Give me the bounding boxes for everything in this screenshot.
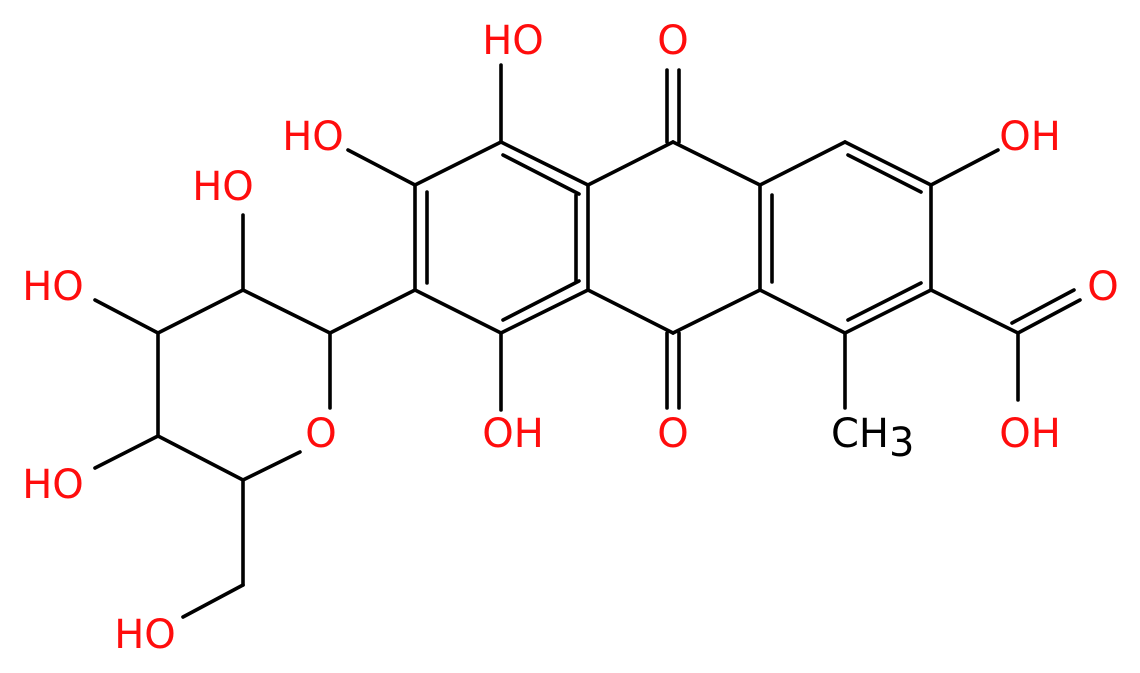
bond [586,140,675,187]
carbonyl-oxygen-label: O [657,411,688,457]
hydroxyl-label: HO [22,462,84,508]
bond [346,148,417,187]
bond [93,298,160,335]
bond [156,434,245,482]
bond [671,140,762,187]
bond [241,450,302,482]
acid-carbonyl-oxygen-label: O [1087,264,1118,310]
bond [1010,288,1076,325]
atom-labels: HO O HO OH HO O HO O OH O CH3 OH HO HO [22,18,1119,658]
bond [499,288,590,335]
methyl-ch: CH [831,411,889,457]
bond [846,153,923,194]
methyl-subscript: 3 [889,420,914,466]
bond [328,288,417,335]
hydroxyl-label: HO [114,612,176,658]
bond [499,140,590,187]
bond [929,288,1020,335]
hydroxyl-label: HO [482,18,544,64]
bond [758,140,847,187]
methyl-label: CH3 [831,411,914,466]
hydroxyl-label: HO [22,264,84,310]
bond [413,140,503,187]
bonds [93,63,1082,619]
bond [671,288,762,335]
bond [501,279,581,322]
bond [758,288,847,335]
bond [181,583,245,619]
bond [93,434,160,470]
bond [241,288,332,335]
bond [843,140,933,187]
bond [413,288,503,335]
acid-hydroxyl-label: OH [999,411,1061,457]
hydroxyl-label: OH [482,411,544,457]
bond [843,288,933,335]
bond [846,281,923,322]
bond [586,288,675,335]
bond [1016,298,1082,335]
hydroxyl-label: OH [999,114,1061,160]
ring-oxygen-label: O [305,411,336,457]
bond [929,148,1000,187]
carbonyl-oxygen-label: O [657,18,688,64]
bond [501,153,581,196]
hydroxyl-label: HO [282,114,344,160]
hydroxyl-label: HO [192,164,254,210]
bond [156,288,245,335]
